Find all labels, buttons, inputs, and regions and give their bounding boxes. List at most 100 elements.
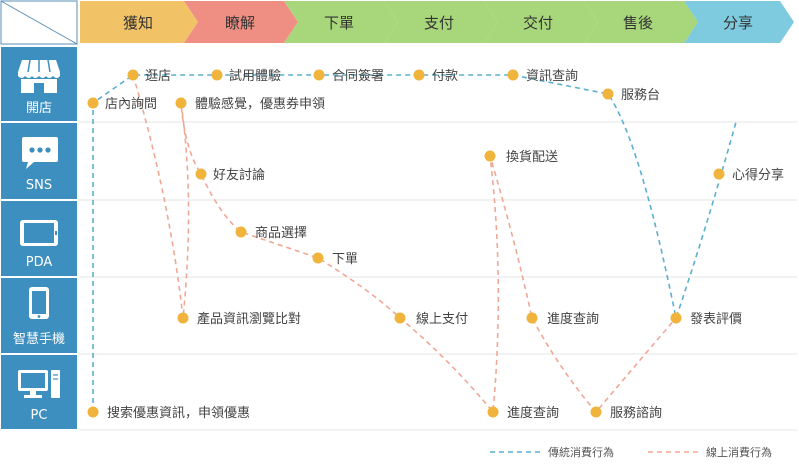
node-dot: [235, 226, 247, 238]
channel-store: 開店: [18, 59, 60, 116]
node-dot: [177, 312, 189, 324]
node-label-friend-discussion: 好友討論: [213, 167, 265, 183]
node-friend-discussion: 好友討論: [195, 167, 265, 183]
node-online-payment: 線上支付: [394, 311, 468, 327]
node-service-consult: 服務諮詢: [590, 405, 662, 421]
node-label-post-review: 發表評價: [690, 312, 742, 327]
stage-arrow: [484, 1, 598, 43]
channel-pc: PC: [18, 370, 60, 423]
stage-label-delivery: 交付: [523, 14, 553, 32]
node-label-share-experience: 心得分享: [732, 167, 784, 183]
stage-arrow: [184, 1, 298, 43]
node-label-progress-query-pc: 進度查詢: [507, 405, 559, 421]
channel-smartphone: 智慧手機: [13, 287, 65, 347]
node-place-order: 下單: [312, 252, 358, 267]
node-label-store-inquiry: 店內詢問: [105, 96, 157, 112]
node-share-experience: 心得分享: [713, 167, 784, 183]
node-label-service-consult: 服務諮詢: [610, 405, 662, 421]
stage-arrow: [284, 1, 398, 43]
stage-understanding: 瞭解: [184, 1, 298, 43]
stage-delivery: 交付: [484, 1, 598, 43]
channel-label-pda: PDA: [26, 255, 53, 270]
node-dot: [413, 69, 425, 81]
node-label-compare-products: 產品資訊瀏覽比對: [197, 311, 301, 327]
stage-arrow: [80, 1, 198, 43]
journey-nodes: 店內詢問 逛店 試用體驗 合同簽署 付款 資訊查詢 服務台 體驗感覺，優惠券申: [87, 68, 784, 421]
stage-arrow: [684, 1, 794, 43]
node-browse-store: 逛店: [127, 69, 171, 84]
node-dot: [312, 252, 324, 264]
row-dividers: [80, 121, 797, 431]
smartphone-icon: [29, 287, 49, 319]
node-store-inquiry: 店內詢問: [87, 96, 157, 112]
stage-after-sales: 售後: [584, 1, 698, 43]
legend: 傳統消費行為 線上消費行為: [490, 445, 772, 459]
legend-item-online: 線上消費行為: [648, 445, 772, 459]
legend-label-online: 線上消費行為: [706, 445, 772, 459]
node-post-review: 發表評價: [670, 312, 742, 327]
node-progress-query-mobile: 進度查詢: [526, 311, 599, 327]
stage-label-after-sales: 售後: [623, 14, 653, 32]
stage-share: 分享: [684, 1, 794, 43]
node-label-search-coupons: 搜索優惠資訊，申領優惠: [107, 405, 250, 421]
stage-label-order: 下單: [324, 14, 354, 32]
node-label-info-query: 資訊查詢: [526, 68, 578, 84]
node-label-contract: 合同簽署: [332, 68, 384, 84]
desktop-computer-icon: [18, 370, 60, 398]
node-dot: [484, 150, 496, 162]
node-experience-coupon: 體驗感覺，優惠券申領: [175, 96, 325, 112]
node-label-service-desk: 服務台: [621, 88, 660, 103]
node-label-progress-query-mobile: 進度查詢: [547, 311, 599, 327]
online-behavior-path: [132, 74, 677, 415]
stage-arrow: [384, 1, 498, 43]
node-dot: [507, 69, 519, 81]
node-dot: [526, 312, 538, 324]
node-dot: [713, 168, 725, 180]
node-dot: [87, 97, 99, 109]
node-payment: 付款: [413, 69, 458, 84]
node-dot: [127, 69, 139, 81]
node-dot: [87, 406, 99, 418]
node-dot: [211, 69, 223, 81]
node-dot: [175, 97, 187, 109]
node-label-place-order: 下單: [332, 252, 358, 267]
node-label-experience-coupon: 體驗感覺，優惠券申領: [195, 96, 325, 112]
channel-label-pc: PC: [31, 408, 48, 423]
stage-label-share: 分享: [723, 14, 753, 32]
node-trial: 試用體驗: [211, 68, 281, 84]
node-dot: [313, 69, 325, 81]
node-label-trial: 試用體驗: [229, 68, 281, 84]
node-product-selection: 商品選擇: [235, 225, 307, 241]
corner-cell: [0, 0, 78, 45]
channel-column: 開店 SNS PDA: [1, 47, 77, 429]
node-dot: [195, 168, 207, 180]
stage-order: 下單: [284, 1, 398, 43]
node-dot: [394, 312, 406, 324]
channel-label-store: 開店: [26, 101, 52, 116]
node-service-desk: 服務台: [602, 88, 660, 103]
node-exchange-delivery: 換貨配送: [484, 149, 558, 165]
node-dot: [602, 88, 614, 100]
channel-sns: SNS: [22, 137, 58, 193]
channel-pda: PDA: [20, 220, 58, 270]
stage-awareness: 獲知: [80, 1, 198, 43]
node-compare-products: 產品資訊瀏覽比對: [177, 311, 301, 327]
node-label-product-selection: 商品選擇: [255, 225, 307, 241]
chat-bubble-icon: [22, 137, 58, 169]
node-dot: [590, 406, 602, 418]
node-label-browse-store: 逛店: [145, 69, 171, 84]
stage-label-understanding: 瞭解: [225, 14, 255, 32]
channel-label-sns: SNS: [26, 178, 52, 193]
node-label-payment: 付款: [432, 69, 458, 84]
node-search-coupons: 搜索優惠資訊，申領優惠: [87, 405, 250, 421]
node-contract: 合同簽署: [313, 68, 384, 84]
node-progress-query-pc: 進度查詢: [487, 405, 559, 421]
node-dot: [670, 312, 682, 324]
legend-item-traditional: 傳統消費行為: [490, 445, 614, 459]
node-label-exchange-delivery: 換貨配送: [506, 149, 558, 165]
traditional-behavior-path: [92, 74, 737, 412]
channel-label-smartphone: 智慧手機: [13, 331, 65, 347]
stage-payment: 支付: [384, 1, 498, 43]
stage-header: 獲知 瞭解 下單 支付 交付 售後 分享: [80, 1, 794, 43]
